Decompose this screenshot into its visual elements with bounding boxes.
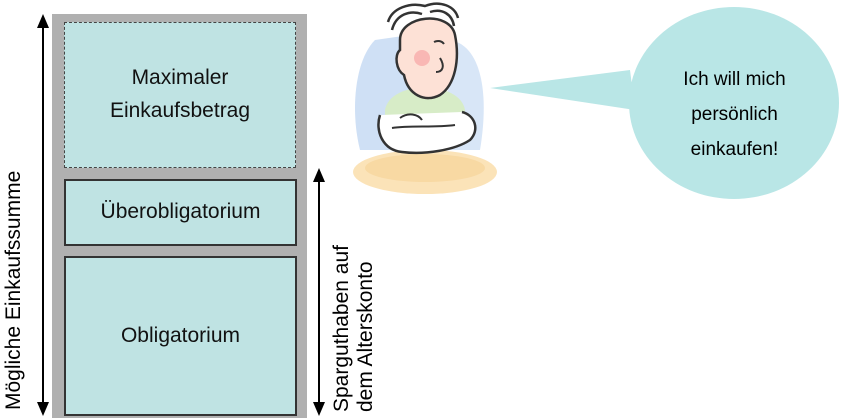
speech-text: Ich will mich persönlich einkaufen! [683, 69, 786, 161]
right-axis-arrow [313, 168, 325, 416]
speech-bubble [490, 7, 839, 199]
block-maximaler-einkaufsbetrag: Maximaler Einkaufsbetrag [64, 22, 296, 168]
person-clipart-icon [353, 2, 497, 194]
right-axis-label: Sparguthaben auf dem Alterskonto [330, 245, 378, 412]
left-axis-arrow [37, 14, 49, 416]
block-ueberobligatorium: Überobligatorium [64, 179, 297, 246]
left-axis-label: Mögliche Einkaufssumme [2, 170, 25, 410]
right-axis-label-line2: dem Alterskonto [354, 261, 378, 412]
stack-background: Maximaler Einkaufsbetrag Überobligatoriu… [52, 14, 307, 418]
block-obligatorium: Obligatorium [64, 256, 297, 416]
right-axis-label-line1: Sparguthaben auf [330, 245, 353, 412]
